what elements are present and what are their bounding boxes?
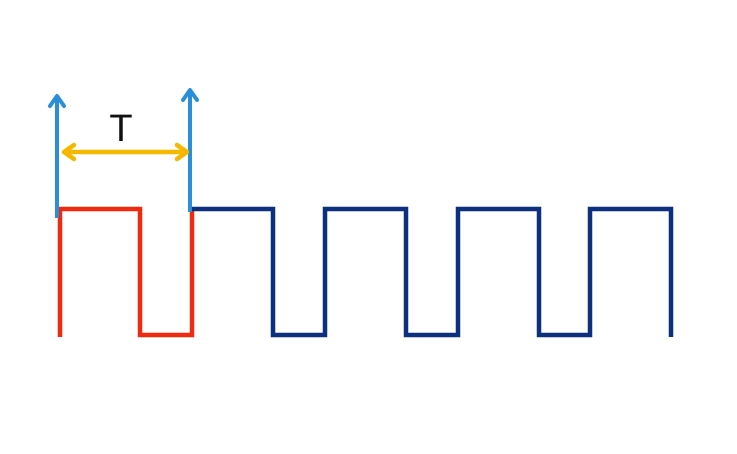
period-double-arrow [61, 142, 190, 162]
period-markers [48, 88, 199, 218]
period-marker-arrow-icon [48, 94, 66, 218]
period-label: T [109, 108, 133, 150]
remaining-waveform [192, 206, 674, 338]
first-period-waveform [57, 206, 195, 338]
period-marker-arrow-icon [181, 88, 199, 212]
